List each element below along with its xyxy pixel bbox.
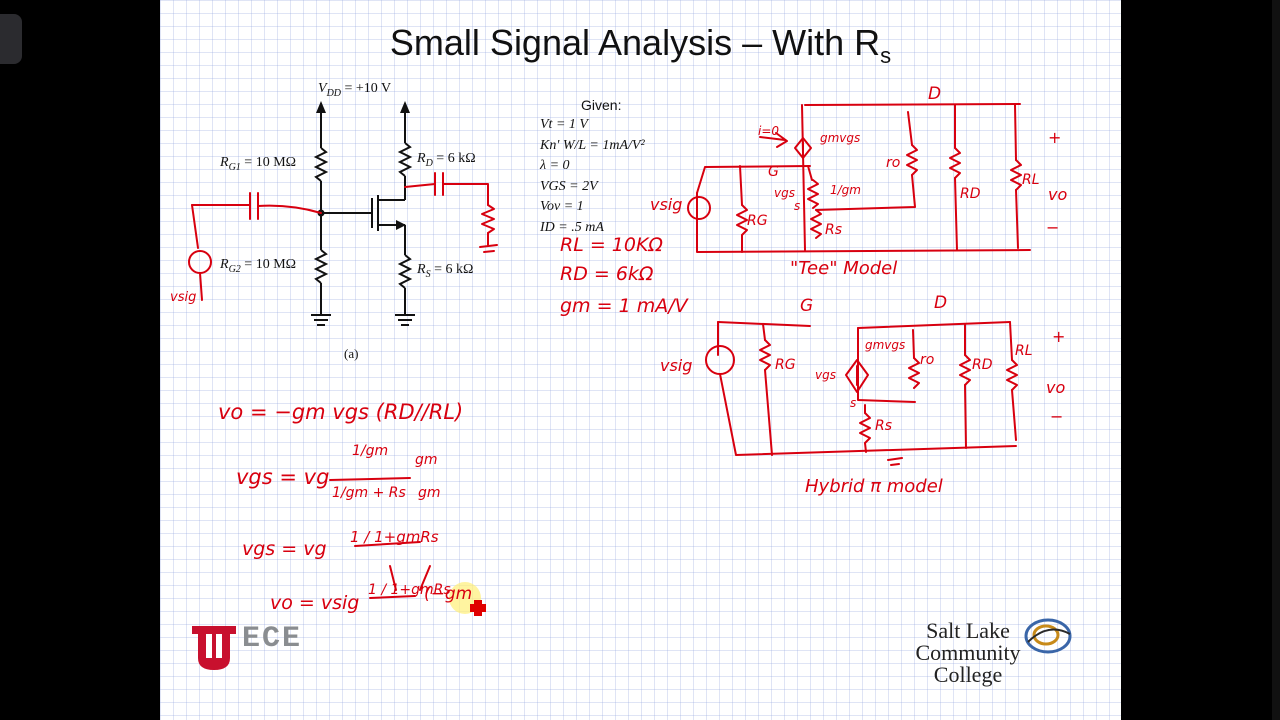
slide-canvas: Small Signal Analysis – With Rs bbox=[160, 0, 1121, 720]
slcc-line2: Community bbox=[915, 640, 1021, 665]
ink-tee-minus: − bbox=[1046, 218, 1060, 237]
ink-tee-s: s bbox=[794, 199, 801, 213]
ink-hyb-minus: − bbox=[1050, 407, 1064, 426]
ink-hyb-s: s bbox=[850, 396, 857, 410]
ink-eq3-left: vgs = vg bbox=[242, 538, 327, 560]
ink-tee-vo: vo bbox=[1048, 185, 1068, 204]
slcc-line3: College bbox=[933, 662, 1003, 687]
given-vov: Vov = 1 bbox=[540, 199, 584, 214]
ink-tee-label: "Tee" Model bbox=[790, 258, 898, 279]
given-vgs: VGS = 2V bbox=[540, 178, 598, 194]
uece-logo-text: ECE bbox=[242, 622, 303, 656]
given-kn: Kn' W/L = 1mA/V² bbox=[540, 137, 645, 153]
ink-hyb-gm: gmvgs bbox=[865, 338, 906, 352]
ink-eq-vo: vo = −gm vgs (RD//RL) bbox=[218, 400, 464, 424]
ink-hyb-d: D bbox=[934, 293, 948, 313]
ink-hyb-rl: RL bbox=[1015, 343, 1033, 359]
ink-tee-g: G bbox=[768, 164, 779, 180]
given-vt: Vt = 1 V bbox=[540, 117, 588, 132]
ink-tee-plus: + bbox=[1048, 128, 1062, 147]
ink-hyb-vo: vo bbox=[1046, 378, 1066, 397]
rd-label: RD = 6 kΩ bbox=[417, 151, 476, 169]
figure-caption: (a) bbox=[344, 346, 359, 361]
given-list: Vt = 1 V Kn' W/L = 1mA/V² λ = 0 VGS = 2V… bbox=[540, 115, 645, 238]
uece-logo: ECE bbox=[190, 622, 320, 674]
ink-hyb-rd: RD bbox=[972, 357, 993, 373]
ink-tee-d: D bbox=[928, 84, 942, 104]
rs-label: RS = 6 kΩ bbox=[417, 262, 474, 280]
right-frame-edge bbox=[1272, 0, 1280, 720]
ink-tee-rs: Rs bbox=[825, 222, 843, 238]
ink-eq4-tail: (−gm bbox=[424, 584, 473, 604]
ink-hyb-vgs: vgs bbox=[815, 368, 836, 382]
ink-eq4-left: vo = vsig bbox=[270, 592, 360, 614]
ink-hyb-rg: RG bbox=[775, 357, 796, 373]
ink-tee-rl: RL bbox=[1022, 172, 1040, 188]
ink-eq-vgs-left: vgs = vg bbox=[236, 465, 330, 489]
ink-eq-vgs-num: 1/gm bbox=[352, 443, 389, 459]
ink-tee-gm: gmvgs bbox=[820, 131, 861, 145]
ink-tee-vsig: vsig bbox=[650, 195, 683, 214]
ink-tee-rd: RD bbox=[960, 186, 981, 202]
ink-eq3-frac: 1 / 1+gmRs bbox=[350, 528, 439, 546]
given-lambda: λ = 0 bbox=[540, 158, 570, 173]
ink-hybrid-label: Hybrid π model bbox=[805, 476, 943, 497]
ink-rd-value: RD = 6kΩ bbox=[560, 263, 654, 285]
ink-hyb-plus: + bbox=[1052, 327, 1066, 346]
ink-hyb-rs: Rs bbox=[875, 418, 893, 434]
vdd-label: VDD = +10 V bbox=[318, 81, 392, 99]
ink-rl-value: RL = 10KΩ bbox=[560, 234, 663, 256]
slide-title: Small Signal Analysis – With Rs bbox=[389, 22, 892, 69]
ink-hyb-ro: ro bbox=[920, 352, 935, 368]
ink-eq-vgs-den: 1/gm + Rs bbox=[332, 485, 406, 501]
given-id: ID = .5 mA bbox=[540, 219, 604, 235]
ink-hyb-vsig: vsig bbox=[660, 356, 693, 375]
ink-eq-gm-bottom: gm bbox=[418, 485, 441, 501]
slcc-logo: Salt Lake Community College bbox=[908, 620, 1028, 686]
window-handle[interactable] bbox=[0, 14, 22, 64]
given-heading: Given: bbox=[581, 97, 622, 113]
ink-vsig-left: vsig bbox=[170, 290, 197, 305]
ink-tee-1gm: 1/gm bbox=[830, 183, 861, 197]
ink-gm-value: gm = 1 mA/V bbox=[560, 295, 688, 317]
ink-annotations bbox=[188, 103, 1031, 616]
rg2-label: RG2 = 10 MΩ bbox=[220, 257, 297, 275]
ink-tee-vgs: vgs bbox=[774, 186, 795, 200]
slcc-emblem-icon bbox=[1024, 618, 1072, 654]
ink-eq-gm-top: gm bbox=[415, 452, 438, 468]
ink-tee-i0: i=0 bbox=[758, 124, 780, 138]
ink-eq4-frac: 1 / 1+gmRs bbox=[368, 582, 451, 598]
ink-hyb-g: G bbox=[800, 296, 814, 316]
ink-tee-ro: ro bbox=[886, 155, 901, 171]
rg1-label: RG1 = 10 MΩ bbox=[220, 155, 297, 173]
slcc-line1: Salt Lake bbox=[926, 618, 1010, 643]
ink-tee-rg: RG bbox=[747, 213, 768, 229]
